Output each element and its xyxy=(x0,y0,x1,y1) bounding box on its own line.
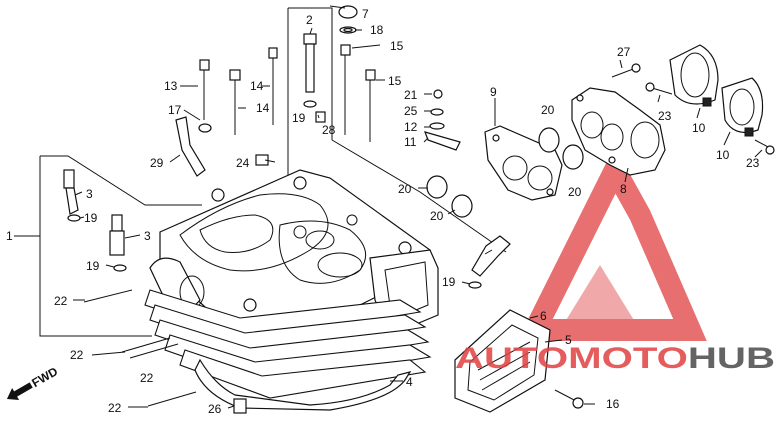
callout-16: 16 xyxy=(606,397,620,411)
callout-3: 3 xyxy=(86,187,93,201)
callout-10: 10 xyxy=(692,121,706,135)
callout-4: 4 xyxy=(406,375,413,389)
brand-text-hub: HUB xyxy=(688,342,775,375)
callout-25: 25 xyxy=(404,104,418,118)
callout-15b: 15 xyxy=(388,74,402,88)
intake-insulator xyxy=(484,125,563,201)
callout-11: 11 xyxy=(404,135,417,149)
o-rings xyxy=(426,127,584,218)
callout-19c: 19 xyxy=(86,259,100,273)
leader-lines xyxy=(73,5,763,409)
callout-19b: 19 xyxy=(84,211,98,225)
callout-21: 21 xyxy=(404,88,418,102)
callout-22b: 22 xyxy=(70,348,84,362)
callout-3b: 3 xyxy=(144,229,151,243)
callout-23a: 23 xyxy=(658,109,672,123)
callout-24: 24 xyxy=(236,156,250,170)
callout-27: 27 xyxy=(617,45,631,59)
callout-15: 15 xyxy=(390,39,404,53)
callout-13: 13 xyxy=(164,79,178,93)
callout-12: 12 xyxy=(404,120,418,134)
callout-19d: 19 xyxy=(442,275,456,289)
hose-clamps xyxy=(669,44,764,137)
fwd-arrow-icon xyxy=(6,382,33,401)
watermark-triangle-icon xyxy=(517,146,707,341)
callout-22c: 22 xyxy=(140,371,154,385)
callout-26: 26 xyxy=(208,402,222,416)
callout-1: 1 xyxy=(6,229,13,243)
callout-6: 6 xyxy=(540,309,547,323)
callout-9: 9 xyxy=(490,85,497,99)
callout-10b: 10 xyxy=(716,148,730,162)
callout-14: 14 xyxy=(250,79,264,93)
callout-28: 28 xyxy=(322,123,336,137)
callout-7: 7 xyxy=(362,7,369,21)
brand-text-moto: MOTO xyxy=(568,342,688,375)
small-parts xyxy=(175,89,461,414)
callout-20d: 20 xyxy=(430,209,444,223)
callout-2: 2 xyxy=(306,13,313,27)
screws xyxy=(554,63,775,409)
callout-19a: 19 xyxy=(292,111,306,125)
head-bolts xyxy=(199,44,376,142)
callout-14b: 14 xyxy=(256,101,270,115)
callout-20a: 20 xyxy=(541,103,555,117)
callout-5: 5 xyxy=(565,333,572,347)
valve-cover xyxy=(454,309,551,413)
brand-text-auto: AUTO xyxy=(455,342,568,375)
callout-8: 8 xyxy=(620,182,627,196)
intake-manifold xyxy=(571,87,666,176)
watermark-logo xyxy=(517,146,707,341)
callout-18: 18 xyxy=(370,23,384,37)
fwd-label: FWD xyxy=(29,364,60,390)
callout-29: 29 xyxy=(150,156,164,170)
cylinder-head xyxy=(149,169,439,341)
callout-22a: 22 xyxy=(54,294,68,308)
callout-23b: 23 xyxy=(746,156,760,170)
fwd-indicator: FWD xyxy=(6,364,60,401)
oil-pipe-guides xyxy=(63,33,511,277)
callout-17: 17 xyxy=(168,103,182,117)
callout-labels: 1 2 3 3 4 5 6 7 8 9 10 10 11 12 13 14 14… xyxy=(6,7,760,416)
callout-20c: 20 xyxy=(398,182,412,196)
cooling-fins xyxy=(144,289,432,411)
dowel-pins xyxy=(83,289,197,407)
callout-22d: 22 xyxy=(108,401,122,415)
caps-washers xyxy=(67,5,482,289)
callout-20b: 20 xyxy=(568,185,582,199)
